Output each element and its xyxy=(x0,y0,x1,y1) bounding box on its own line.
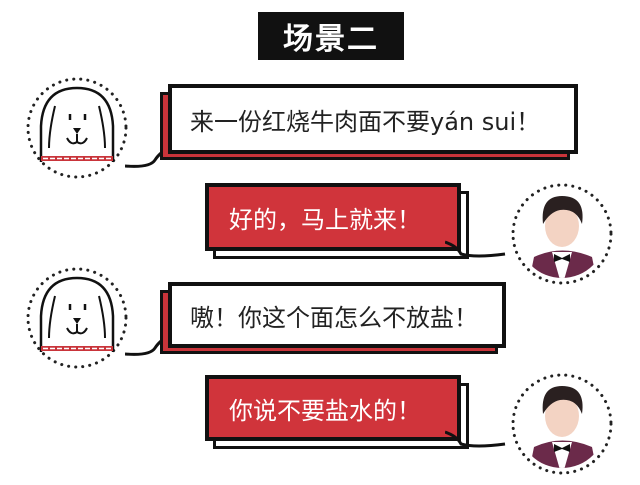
message-bubble-3: 嗷！你这个面怎么不放盐！ xyxy=(168,282,506,348)
dog-avatar-icon xyxy=(26,267,128,369)
tail-line xyxy=(445,430,506,448)
waiter-avatar xyxy=(511,373,613,475)
tail-line xyxy=(445,240,506,258)
message-bubble-4: 你说不要盐水的！ xyxy=(205,375,461,441)
message-text: 好的，马上就来！ xyxy=(229,205,421,234)
message-bubble-1: 来一份红烧牛肉面不要yán sui！ xyxy=(168,84,578,154)
message-text: 来一份红烧牛肉面不要yán sui！ xyxy=(190,107,541,136)
message-text: 嗷！你这个面怎么不放盐！ xyxy=(190,303,478,332)
message-bubble-2: 好的，马上就来！ xyxy=(205,183,461,251)
dog-avatar-icon xyxy=(26,77,128,179)
message-text: 你说不要盐水的！ xyxy=(229,396,421,425)
waiter-avatar xyxy=(511,183,613,285)
scene-title: 场景二 xyxy=(258,12,404,60)
